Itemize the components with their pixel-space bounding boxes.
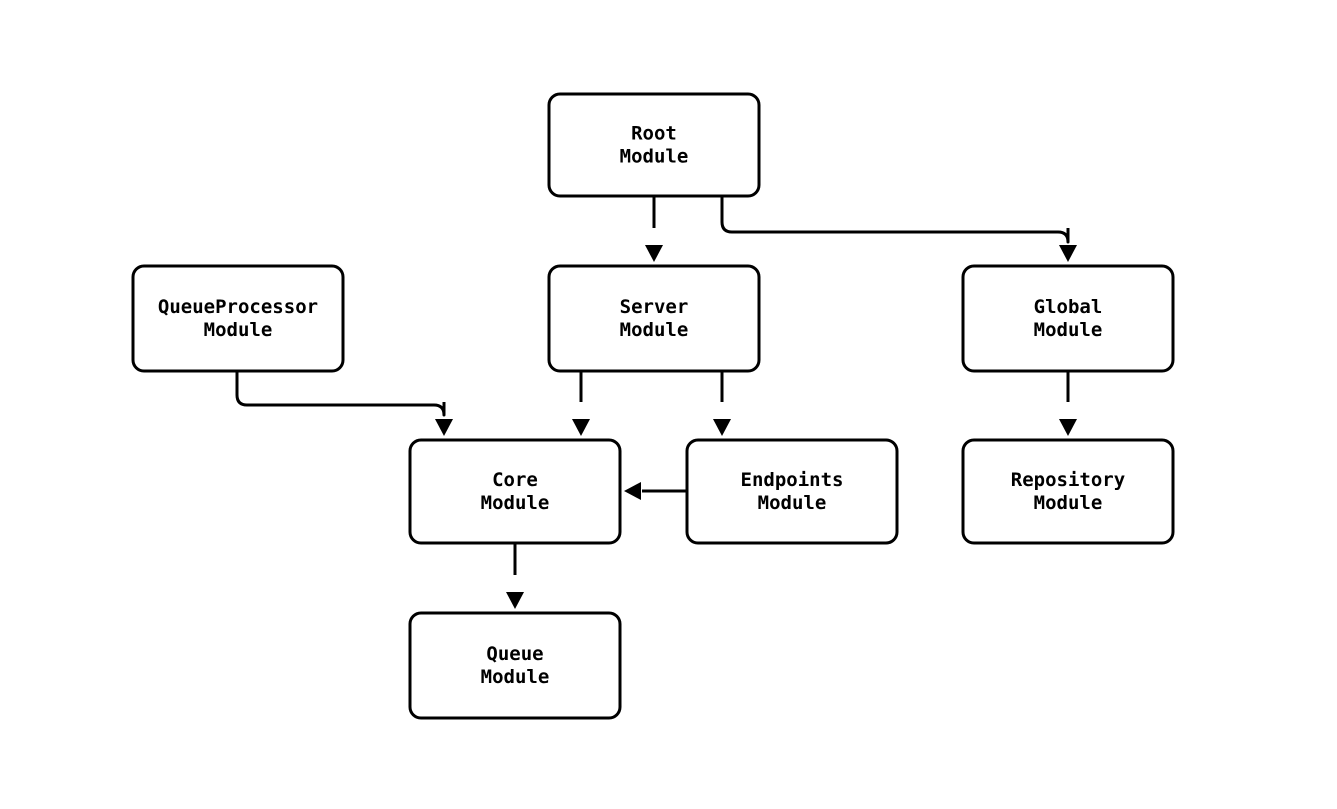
node-label-line1-core: Core [492,469,538,491]
node-label-line1-endpoints: Endpoints [741,469,844,491]
node-label-line1-root: Root [631,123,677,145]
arrow-head-icon-root-to-server [645,245,663,262]
arrow-head-icon-server-to-core [572,419,590,436]
node-label-line1-repository: Repository [1011,469,1125,491]
arrow-head-icon-global-to-repository [1059,419,1077,436]
edge-server-to-endpoints [713,371,731,436]
edge-line-queueprocessor-to-core [235,371,446,417]
node-label-line2-core: Module [481,492,550,514]
edge-queueprocessor-to-core [235,371,453,436]
edge-core-to-queue [506,543,524,609]
node-label-line1-global: Global [1034,296,1103,318]
node-label-line2-global: Module [1034,319,1103,341]
edge-root-to-server [645,196,663,262]
node-box-server[interactable] [547,264,761,373]
node-label-line1-queue: Queue [486,643,543,665]
node-box-core[interactable] [408,438,622,545]
edge-root-to-global [720,196,1077,262]
arrow-head-icon-core-to-queue [506,592,524,609]
node-label-line2-root: Module [620,146,689,168]
node-label-line2-repository: Module [1034,492,1103,514]
arrow-head-icon-root-to-global [1059,245,1077,262]
node-box-repository[interactable] [961,438,1175,545]
node-label-line2-server: Module [620,319,689,341]
node-label-line2-queue: Module [481,666,550,688]
node-box-queueprocessor[interactable] [131,264,345,373]
node-box-queue[interactable] [408,611,622,720]
node-label-line2-endpoints: Module [758,492,827,514]
edge-endpoints-to-core [624,482,687,500]
node-label-line1-queueprocessor: QueueProcessor [158,296,318,318]
node-label-line1-server: Server [620,296,689,318]
edge-line-root-to-global [720,196,1070,244]
edges-layer [235,196,1077,609]
node-label-line2-queueprocessor: Module [204,319,273,341]
node-box-endpoints[interactable] [685,438,899,545]
node-box-root[interactable] [547,92,761,198]
nodes-layer: RootModuleQueueProcessorModuleServerModu… [131,92,1175,720]
arrow-head-icon-server-to-endpoints [713,419,731,436]
edge-global-to-repository [1059,371,1077,436]
edge-server-to-core [572,371,590,436]
arrow-head-icon-endpoints-to-core [624,482,641,500]
node-box-global[interactable] [961,264,1175,373]
arrow-head-icon-queueprocessor-to-core [435,419,453,436]
